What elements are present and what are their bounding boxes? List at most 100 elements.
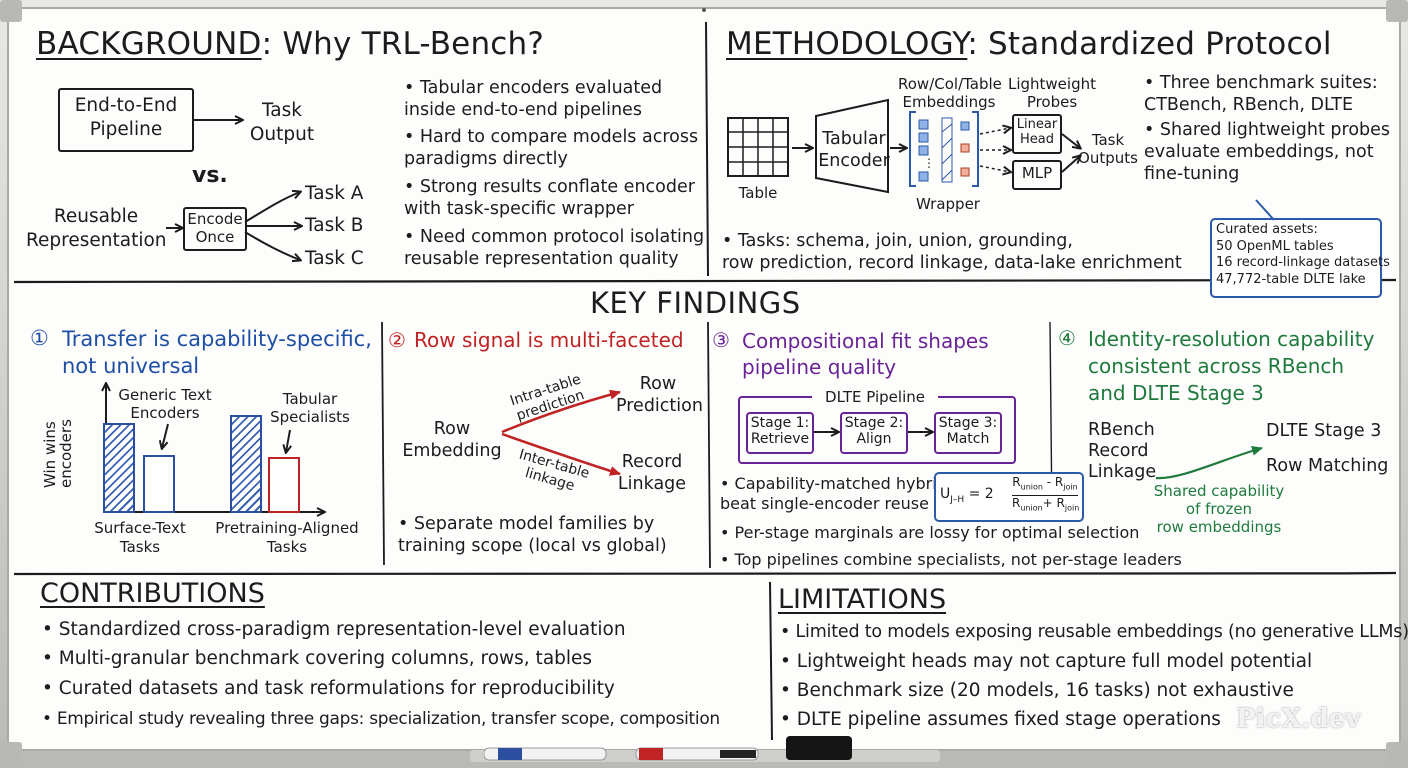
chart-x-label-1: Surface-Text Tasks [94, 519, 186, 556]
stage-3-label: Stage 3: Match [938, 415, 998, 447]
finding-4-arrow [1155, 445, 1263, 480]
formula-den-r1: R [1012, 496, 1021, 510]
formula-den-s1: union [1020, 503, 1043, 513]
task-a-label: Task A [305, 183, 364, 204]
background-title-rest: : Why TRL-Bench? [261, 26, 545, 62]
curated-assets-text: Curated assets: 50 OpenML tables 16 reco… [1216, 222, 1390, 287]
watermark: PicX.dev [1236, 704, 1361, 734]
record-linkage-label: Record Linkage [617, 452, 687, 494]
row-embedding-label: Row Embedding [402, 419, 502, 461]
stage-arrows [814, 422, 1038, 442]
pipeline-box-label: End-to-End Pipeline [74, 95, 178, 140]
finding-3-bullet-1-text: Capability-matched hybrids beat single-e… [720, 474, 956, 513]
chart-x-label-2: Pretraining-Aligned Tasks [215, 519, 359, 556]
methodology-title: METHODOLOGY: Standardized Protocol [726, 26, 1332, 62]
stage-2-label: Stage 2: Align [844, 415, 904, 447]
bar-pretraining-hatched [230, 415, 262, 513]
contribution-2-text: Multi-granular benchmark covering column… [58, 648, 593, 669]
formula-den-s2: join [1064, 503, 1080, 513]
stage-2-box [840, 412, 908, 454]
limitation-4: • DLTE pipeline assumes fixed stage oper… [780, 709, 1221, 730]
finding-3-bullet-2-text: Per-stage marginals are lossy for optima… [734, 523, 1140, 542]
finding-3-title: Compositional fit shapes pipeline qualit… [742, 329, 989, 379]
dlte-stage3-label: DLTE Stage 3 [1266, 421, 1382, 441]
limitation-1: • Limited to models exposing reusable em… [780, 622, 1408, 642]
callout-pointer [1255, 199, 1275, 221]
finding-1-number: ① [30, 326, 49, 350]
formula-num-minus: - R [1042, 475, 1064, 489]
contribution-4: • Empirical study revealing three gaps: … [42, 709, 720, 729]
background-bullet-4-text: Need common protocol isolating reusable … [404, 227, 705, 269]
task-b-label: Task B [305, 215, 364, 236]
whiteboard-markers[interactable] [484, 744, 814, 766]
background-bullet-1: • Tabular encoders evaluated inside end-… [404, 78, 663, 120]
limitation-2-text: Lightweight heads may not capture full m… [796, 651, 1313, 672]
background-bullet-2-text: Hard to compare models across paradigms … [404, 127, 699, 169]
methodology-bullet-1: • Three benchmark suites: CTBench, RBenc… [1144, 73, 1378, 115]
methodology-bullet-2: • Shared lightweight probes evaluate emb… [1144, 120, 1391, 184]
background-bullet-1-text: Tabular encoders evaluated inside end-to… [404, 78, 663, 120]
task-c-label: Task C [305, 248, 364, 269]
background-bullet-4: • Need common protocol isolating reusabl… [404, 227, 705, 269]
contribution-1: • Standardized cross-paradigm representa… [42, 619, 626, 640]
background-bullet-2: • Hard to compare models across paradigm… [404, 127, 699, 169]
methodology-diagram: ⋮ [727, 98, 1150, 194]
encode-once-box [183, 207, 247, 251]
contribution-3-text: Curated datasets and task reformulations… [58, 678, 615, 699]
formula-u: U [940, 486, 951, 502]
tabular-encoder-label: Tabular Encoder [818, 129, 890, 171]
finding-3-number: ③ [712, 328, 730, 352]
task-output-label: Task Output [249, 100, 315, 145]
reusable-representation-label: Reusable Representation [26, 206, 167, 251]
contribution-1-text: Standardized cross-paradigm representati… [58, 619, 626, 640]
probes-label: Lightweight Probes [1007, 75, 1096, 111]
finding-2-bullet-text: Separate model families by training scop… [398, 514, 667, 556]
finding-3-bullet-1: • Capability-matched hybrids beat single… [720, 474, 956, 513]
limitation-3-text: Benchmark size (20 models, 16 tasks) not… [796, 680, 1294, 701]
methodology-title-rest: : Standardized Protocol [967, 26, 1332, 62]
embeddings-label: Row/Col/Table Embeddings [898, 75, 1002, 111]
finding-2-number: ② [388, 328, 406, 352]
stage-3-box [934, 412, 1002, 454]
dlte-pipeline-title: DLTE Pipeline [812, 388, 938, 406]
table-label: Table [738, 184, 778, 202]
row-matching-label: Row Matching [1266, 456, 1389, 476]
tabular-encoder-shape [815, 98, 889, 194]
formula-denominator: Runion+ Rjoin [1012, 495, 1080, 516]
background-title: BACKGROUND: Why TRL-Bench? [36, 26, 544, 62]
finding-4-number: ④ [1058, 326, 1076, 350]
formula-num-s1: union [1020, 482, 1043, 492]
limitations-title: LIMITATIONS [778, 584, 947, 615]
contribution-3: • Curated datasets and task reformulatio… [42, 678, 615, 699]
formula-u-sub: J–H [950, 494, 965, 505]
background-arrows [166, 0, 330, 280]
eraser[interactable] [786, 736, 852, 760]
background-title-bold: BACKGROUND [36, 26, 262, 62]
key-findings-title: KEY FINDINGS [590, 286, 801, 320]
bar-surface-text-outline [143, 455, 175, 513]
formula-lhs: UJ–H = 2 [940, 486, 994, 505]
background-bullet-3-text: Strong results conflate encoder with tas… [404, 177, 695, 219]
encode-once-label: Encode Once [187, 210, 243, 246]
finding-2-arrows [501, 389, 621, 476]
mlp-box [1012, 160, 1062, 190]
finding-4-title: Identity-resolution capability consisten… [1088, 327, 1375, 405]
linear-head-label: Linear Head [1016, 117, 1058, 147]
methodology-tasks-text: Tasks: schema, join, union, grounding, r… [722, 231, 1182, 273]
formula-num-r1: R [1012, 475, 1021, 489]
limitation-2: • Lightweight heads may not capture full… [780, 651, 1313, 672]
contribution-4-text: Empirical study revealing three gaps: sp… [56, 709, 720, 729]
chart-y-label: Win wins encoders [41, 419, 75, 488]
stage-1-box [746, 412, 814, 454]
chart-generic-label: Generic Text Encoders [118, 386, 212, 422]
methodology-title-bold: METHODOLOGY [726, 26, 968, 62]
finding-3-bullet-2: • Per-stage marginals are lossy for opti… [720, 523, 1140, 542]
methodology-bullet-2-text: Shared lightweight probes evaluate embed… [1144, 120, 1391, 184]
formula-den-plus: + R [1042, 496, 1065, 510]
mlp-label: MLP [1021, 164, 1053, 182]
bar-pretraining-outline [268, 457, 300, 513]
row-prediction-label: Row Prediction [616, 374, 703, 416]
finding-3-bullet-3: • Top pipelines combine specialists, not… [720, 550, 1182, 569]
